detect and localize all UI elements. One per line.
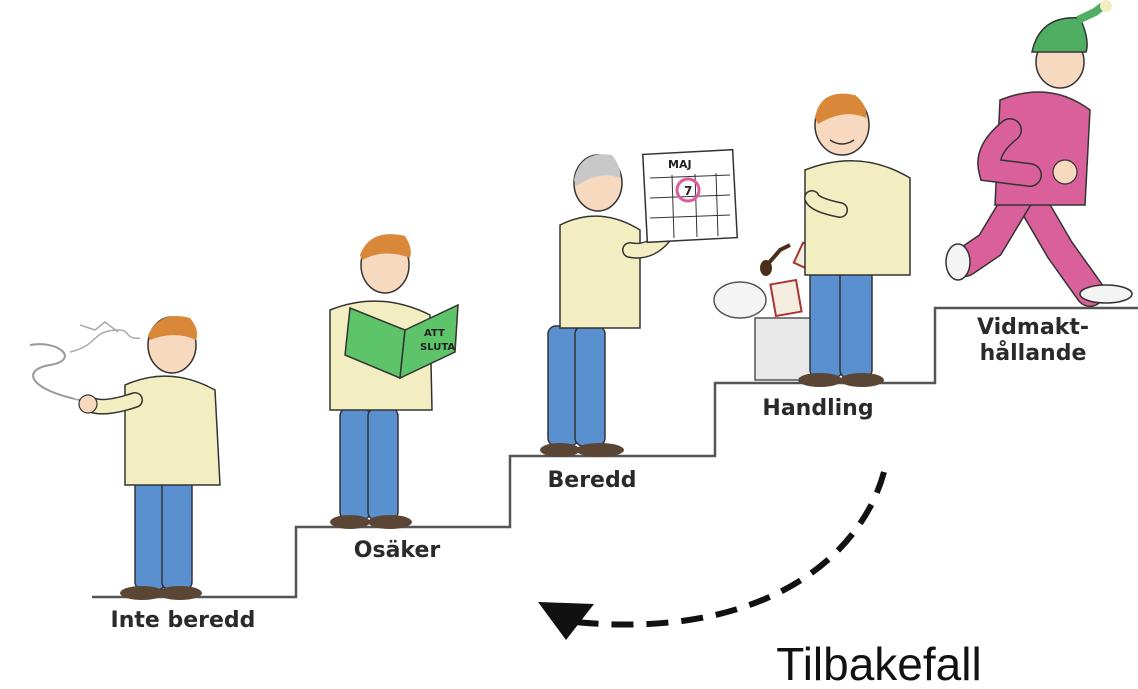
stage-label-action: Handling: [762, 396, 873, 421]
figure-uncertain: ATT SLUTA: [329, 234, 459, 529]
stage-label-not-ready: Inte beredd: [111, 608, 256, 633]
relapse-arrow: [574, 471, 887, 628]
relapse-label: Tilbakefall: [776, 638, 981, 689]
stage-label-maintenance-line1: Vidmakt-: [977, 315, 1089, 340]
staircase: [92, 306, 1138, 599]
figure-not-ready: [29, 316, 221, 600]
figure-prepared: MAJ 7: [540, 148, 739, 457]
figure-maintenance: [945, 0, 1133, 307]
calendar-month: MAJ: [668, 158, 692, 171]
book-icon: ATT SLUTA: [344, 303, 459, 380]
knit-hat-icon: [1031, 0, 1112, 53]
calendar-day: 7: [684, 184, 692, 198]
trash-bin-icon: [713, 281, 818, 381]
calendar-icon: MAJ 7: [641, 148, 739, 244]
relapse-arrowhead-icon: [538, 602, 594, 640]
stage-label-prepared: Beredd: [548, 468, 637, 493]
book-title-line2: SLUTA: [420, 342, 455, 353]
stage-label-uncertain: Osäker: [354, 538, 441, 563]
figure-action: [713, 93, 911, 387]
book-title-line1: ATT: [424, 328, 445, 339]
stage-label-maintenance-line2: hållande: [980, 340, 1087, 366]
